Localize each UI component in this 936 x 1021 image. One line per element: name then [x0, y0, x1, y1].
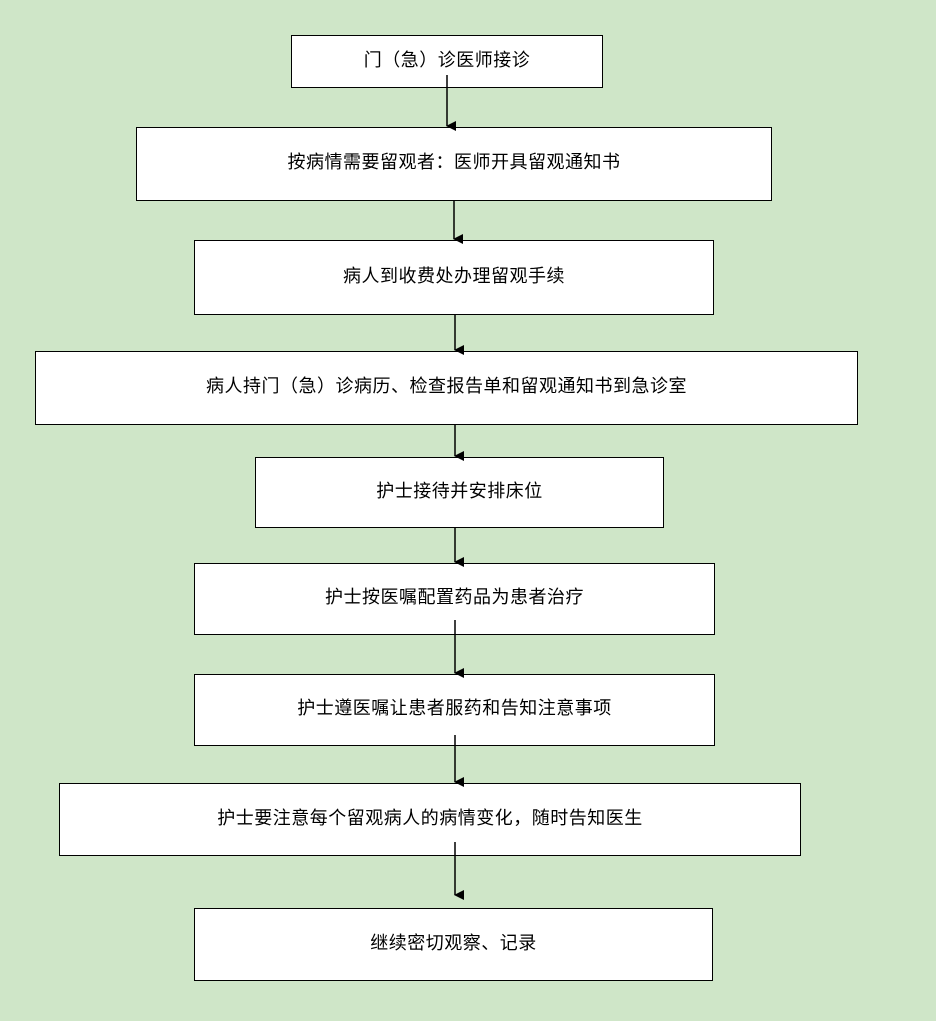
step-box-4-to-emergency-room: 病人持门（急）诊病历、检查报告单和留观通知书到急诊室 [35, 351, 858, 425]
step-box-1-reception: 门（急）诊医师接诊 [291, 35, 603, 88]
step-box-9-observe-record: 继续密切观察、记录 [194, 908, 713, 981]
step-box-7-medication-admin: 护士遵医嘱让患者服药和告知注意事项 [194, 674, 715, 746]
step-box-3-payment: 病人到收费处办理留观手续 [194, 240, 714, 315]
step-6-label: 护士按医嘱配置药品为患者治疗 [325, 587, 584, 608]
step-7-label: 护士遵医嘱让患者服药和告知注意事项 [297, 698, 612, 719]
step-box-8-monitoring: 护士要注意每个留观病人的病情变化，随时告知医生 [59, 783, 801, 856]
step-5-label: 护士接待并安排床位 [376, 480, 543, 502]
step-4-label: 病人持门（急）诊病历、检查报告单和留观通知书到急诊室 [206, 376, 687, 397]
step-1-label: 门（急）诊医师接诊 [363, 49, 531, 71]
step-box-5-bed-arrangement: 护士接待并安排床位 [255, 457, 664, 528]
step-box-6-medication-prep: 护士按医嘱配置药品为患者治疗 [194, 563, 715, 635]
step-2-label: 按病情需要留观者：医师开具留观通知书 [287, 152, 621, 173]
step-box-2-observation-notice: 按病情需要留观者：医师开具留观通知书 [136, 127, 772, 201]
step-3-label: 病人到收费处办理留观手续 [343, 265, 565, 287]
step-8-label: 护士要注意每个留观病人的病情变化，随时告知医生 [217, 807, 643, 829]
step-9-label: 继续密切观察、记录 [370, 932, 537, 954]
